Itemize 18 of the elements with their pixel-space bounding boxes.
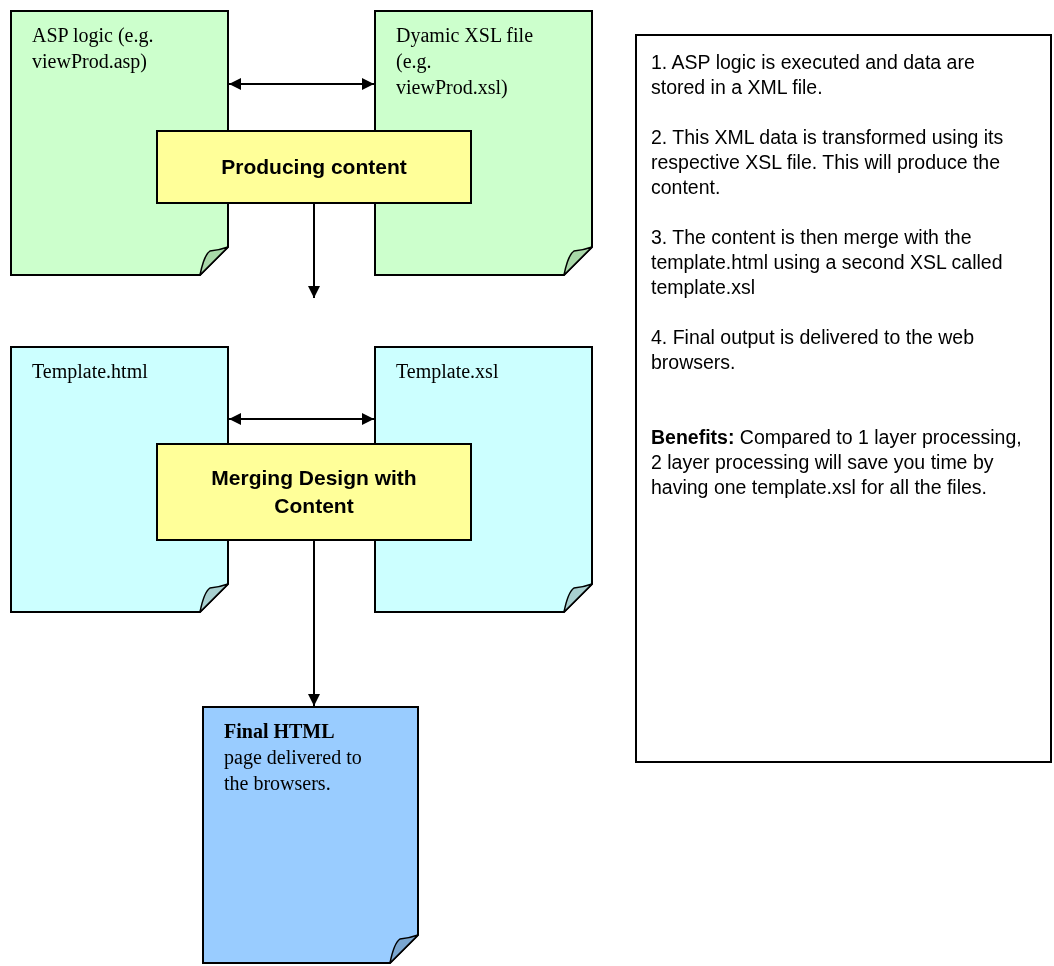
arrow — [228, 413, 375, 425]
note-text: 1. ASP logic is executed and data are stored in a XML file. — [651, 50, 976, 100]
document-label: ASP logic (e.g. viewProd.asp) — [32, 23, 155, 74]
document-shape — [202, 706, 419, 964]
process-box: Producing content — [156, 130, 472, 204]
arrow — [308, 540, 320, 707]
document-label: Template.xsl — [396, 359, 500, 384]
document-label: Dyamic XSL file (e.g. viewProd.xsl) — [396, 23, 533, 100]
note-text: 4. Final output is delivered to the web browsers. — [651, 325, 976, 375]
process-box: Merging Design with Content — [156, 443, 472, 541]
document-label: Template.html — [32, 359, 149, 384]
note-text: Benefits: Compared to 1 layer processing, 2 layer processing will save you time by having one template.xsl for all the files. — [651, 425, 1023, 500]
notes-panel — [635, 34, 1052, 763]
arrow — [228, 78, 375, 90]
note-text: 3. The content is then merge with the template.html using a second XSL called template.xsl — [651, 225, 1004, 300]
arrow — [308, 203, 320, 299]
document-label: Final HTML page delivered to the browsers. — [224, 719, 363, 796]
note-text: 2. This XML data is transformed using its respective XSL file. This will produce the content. — [651, 125, 1005, 200]
